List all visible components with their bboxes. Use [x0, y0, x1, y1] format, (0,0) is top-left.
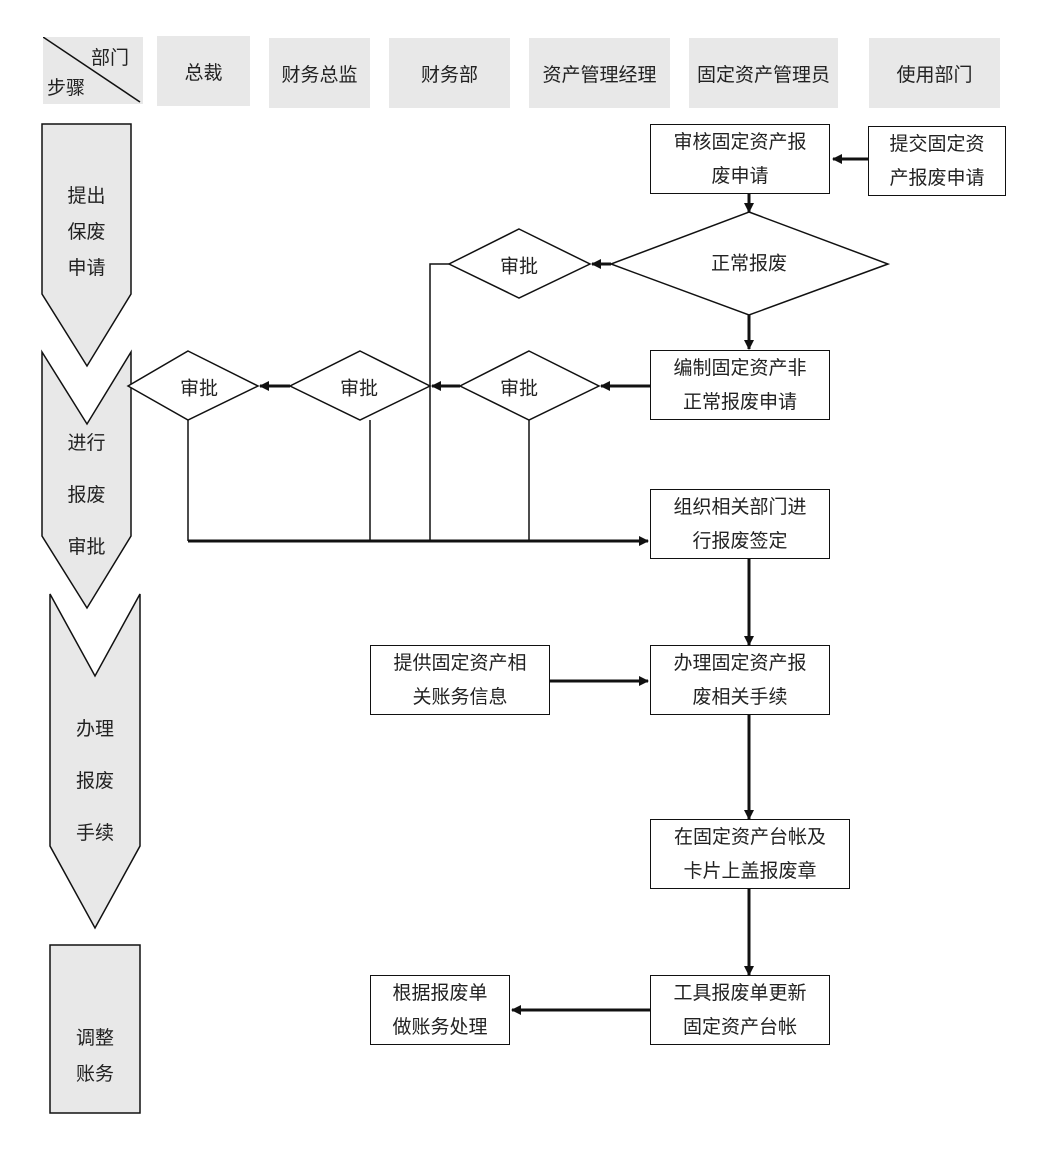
financial-info-line-2: 关账务信息 — [412, 686, 508, 708]
step-4-line-2: 账务 — [75, 1063, 114, 1085]
financial-info-line-1: 提供固定资产相 — [393, 652, 527, 674]
decision-approve-asset-manager-label: 审批 — [499, 377, 539, 400]
review-request-line-2: 废申请 — [711, 165, 769, 187]
compile-request-line-1: 编制固定资产非 — [673, 357, 807, 379]
appraisal-line-1: 组织相关部门进 — [673, 496, 807, 518]
step-chevron-1 — [41, 123, 132, 368]
decision-approve-finance-director — [288, 350, 432, 421]
step-label-1: 提出 保废 申请 — [42, 178, 131, 286]
decision-approve-finance-director-label: 审批 — [339, 377, 379, 400]
header-corner-cell: 部门 步骤 — [43, 37, 143, 104]
process-accounting[interactable]: 根据报废单做账务处理 — [370, 975, 510, 1045]
step-label-4: 调整 账务 — [50, 1020, 140, 1092]
stamp-ledger-line-1: 在固定资产台帐及 — [673, 826, 826, 848]
step-label-2: 进行 报废 审批 — [42, 417, 131, 573]
line-approve-top-down — [429, 263, 449, 541]
step-box-4 — [49, 944, 141, 1114]
step-3-line-3: 手续 — [75, 822, 114, 844]
submit-request-line-1: 提交固定资 — [889, 133, 985, 155]
step-1-line-3: 申请 — [67, 257, 106, 279]
corner-diagonal-line — [43, 37, 141, 103]
process-review-request[interactable]: 审核固定资产报废申请 — [650, 124, 830, 194]
step-2-line-1: 进行 — [67, 432, 106, 454]
step-4-line-1: 调整 — [75, 1027, 114, 1049]
step-3-line-1: 办理 — [75, 718, 114, 740]
department-axis-label: 部门 — [90, 47, 129, 69]
decision-approve-top — [447, 228, 592, 299]
step-1-line-1: 提出 — [67, 185, 106, 207]
step-chevron-2 — [41, 349, 132, 610]
process-organize-appraisal[interactable]: 组织相关部门进行报废签定 — [650, 489, 830, 559]
accounting-line-2: 做账务处理 — [392, 1016, 488, 1038]
accounting-line-1: 根据报废单 — [392, 982, 488, 1004]
process-stamp-ledger[interactable]: 在固定资产台帐及卡片上盖报废章 — [650, 819, 850, 889]
step-chevron-3 — [49, 593, 141, 930]
decision-approve-president-label: 审批 — [179, 377, 219, 400]
column-header-finance-dept: 财务部 — [389, 38, 510, 108]
decision-normal-scrap-label: 正常报废 — [710, 252, 788, 275]
process-update-ledger[interactable]: 工具报废单更新固定资产台帐 — [650, 975, 830, 1045]
update-ledger-line-2: 固定资产台帐 — [682, 1016, 797, 1038]
decision-approve-top-label: 审批 — [499, 255, 539, 278]
column-header-finance-director: 财务总监 — [269, 38, 370, 108]
stamp-ledger-line-2: 卡片上盖报废章 — [683, 860, 817, 882]
process-compile-abnormal-request[interactable]: 编制固定资产非正常报废申请 — [650, 350, 830, 420]
procedures-line-2: 废相关手续 — [692, 686, 788, 708]
step-3-line-2: 报废 — [75, 770, 114, 792]
column-header-using-dept: 使用部门 — [869, 38, 1000, 108]
step-2-line-3: 审批 — [67, 536, 106, 558]
appraisal-line-2: 行报废签定 — [692, 530, 788, 552]
step-axis-label: 步骤 — [47, 77, 86, 99]
process-provide-financial-info[interactable]: 提供固定资产相关账务信息 — [370, 645, 550, 715]
process-handle-procedures[interactable]: 办理固定资产报废相关手续 — [650, 645, 830, 715]
submit-request-line-2: 产报废申请 — [889, 167, 985, 189]
column-header-asset-administrator: 固定资产管理员 — [689, 38, 838, 108]
process-submit-request[interactable]: 提交固定资产报废申请 — [868, 126, 1006, 196]
step-1-line-2: 保废 — [67, 221, 106, 243]
procedures-line-1: 办理固定资产报 — [673, 652, 807, 674]
step-2-line-2: 报废 — [67, 484, 106, 506]
compile-request-line-2: 正常报废申请 — [682, 391, 797, 413]
review-request-line-1: 审核固定资产报 — [673, 131, 807, 153]
update-ledger-line-1: 工具报废单更新 — [673, 982, 807, 1004]
step-label-3: 办理 报废 手续 — [50, 703, 140, 859]
column-header-president: 总裁 — [157, 36, 250, 106]
column-header-asset-manager: 资产管理经理 — [529, 38, 670, 108]
